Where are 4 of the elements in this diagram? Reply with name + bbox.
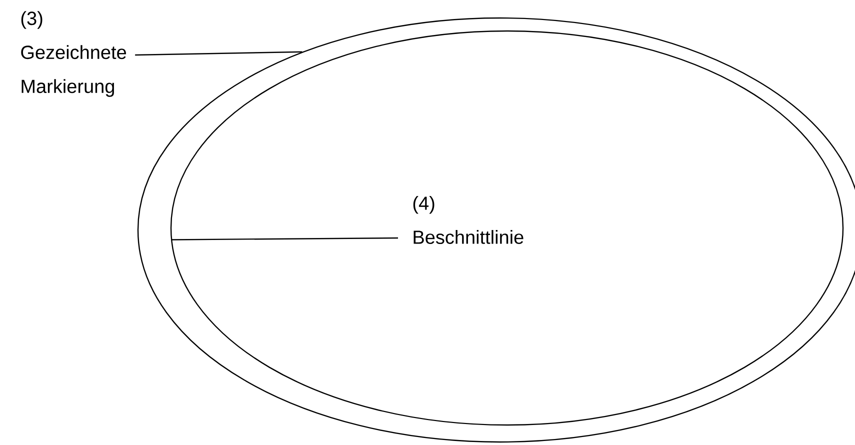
leader-line [171, 237, 398, 240]
callout-label: (3) Gezeichnete Markierung [21, 11, 126, 97]
callout-label: (4) Beschnittlinie [413, 196, 524, 244]
leader-line [135, 51, 302, 56]
